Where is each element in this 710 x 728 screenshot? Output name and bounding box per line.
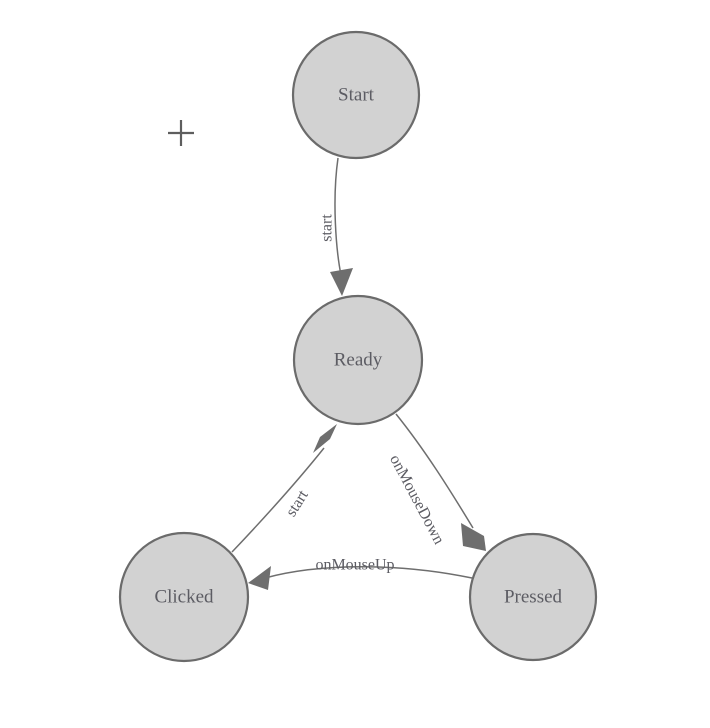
edge-clicked-to-ready[interactable]: start bbox=[231, 424, 337, 553]
node-label-clicked: Clicked bbox=[154, 586, 214, 607]
edge-path-start-to-ready bbox=[334, 157, 342, 276]
arrowhead-pressed-to-clicked bbox=[248, 566, 271, 590]
node-clicked[interactable]: Clicked bbox=[118, 531, 250, 663]
edge-path-pressed-to-clicked bbox=[264, 566, 473, 579]
node-label-ready: Ready bbox=[334, 349, 383, 370]
edge-label-pressed-to-clicked: onMouseUp bbox=[315, 557, 394, 574]
node-pressed[interactable]: Pressed bbox=[468, 532, 598, 662]
node-label-pressed: Pressed bbox=[504, 586, 563, 607]
edge-label-start-to-ready: start bbox=[319, 214, 336, 242]
edge-pressed-to-clicked[interactable]: onMouseUp bbox=[248, 557, 473, 590]
arrowhead-clicked-to-ready bbox=[313, 424, 337, 453]
node-label-start: Start bbox=[338, 84, 375, 105]
edge-start-to-ready[interactable]: start bbox=[319, 157, 353, 296]
arrowhead-ready-to-pressed bbox=[461, 523, 486, 551]
node-circle-ready[interactable] bbox=[292, 294, 424, 426]
node-ready[interactable]: Ready bbox=[292, 294, 424, 426]
edge-label-ready-to-pressed: onMouseDown bbox=[386, 452, 447, 547]
node-start[interactable]: Start bbox=[291, 30, 421, 160]
node-circle-clicked[interactable] bbox=[118, 531, 250, 663]
node-circle-start[interactable] bbox=[291, 30, 421, 160]
edge-ready-to-pressed[interactable]: onMouseDown bbox=[386, 413, 486, 551]
arrowhead-start-to-ready bbox=[330, 268, 353, 296]
node-circle-pressed[interactable] bbox=[468, 532, 598, 662]
edge-path-ready-to-pressed bbox=[395, 413, 474, 529]
crosshair-marker-icon bbox=[168, 120, 194, 146]
edge-path-clicked-to-ready bbox=[231, 447, 325, 553]
